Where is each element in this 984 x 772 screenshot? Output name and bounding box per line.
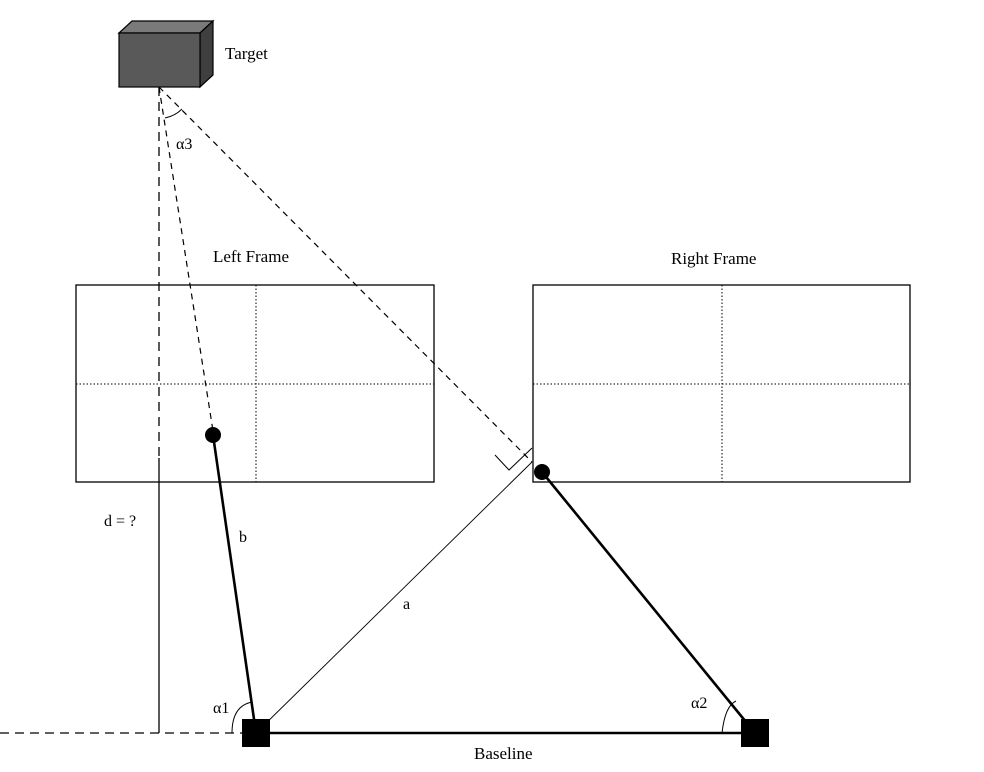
left-frame <box>75 284 435 483</box>
left-image-point <box>205 427 221 443</box>
side-a-line <box>255 461 533 734</box>
right-angle-marker <box>494 447 533 471</box>
target-box-top <box>117 20 215 34</box>
left-frame-label: Left Frame <box>213 247 289 266</box>
target-box-side <box>199 19 214 89</box>
right-camera-line <box>540 471 757 734</box>
baseline-label: Baseline <box>474 744 533 763</box>
alpha1-arc <box>231 701 253 734</box>
target-box-front <box>118 32 201 88</box>
alpha2-arc <box>721 700 737 734</box>
right-camera <box>741 719 769 747</box>
right-image-point <box>534 464 550 480</box>
ray-target-right-point <box>158 86 533 463</box>
ray-target-left-point <box>158 86 214 432</box>
right-frame-label: Right Frame <box>671 249 756 268</box>
left-camera <box>242 719 270 747</box>
distance-label: d = ? <box>104 513 136 530</box>
side-b-line <box>211 434 258 734</box>
side-a-label: a <box>403 596 410 613</box>
target-label: Target <box>225 44 268 63</box>
right-frame <box>532 284 911 483</box>
alpha3-arc <box>164 108 183 119</box>
side-b-label: b <box>239 529 247 546</box>
alpha3-label: α3 <box>176 136 192 153</box>
alpha1-label: α1 <box>213 700 229 717</box>
target-box <box>117 19 215 89</box>
alpha2-label: α2 <box>691 695 707 712</box>
